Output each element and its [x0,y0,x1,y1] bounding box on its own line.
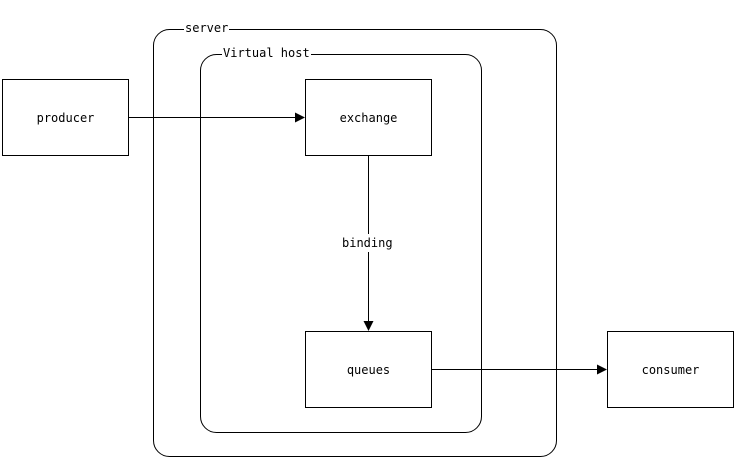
virtual-host-container [200,54,482,433]
consumer-node: consumer [607,331,734,408]
queues-node: queues [305,331,432,408]
consumer-label: consumer [641,362,700,377]
server-container [153,29,557,457]
virtual-host-label: Virtual host [222,46,311,60]
exchange-label: exchange [339,110,398,125]
exchange-node: exchange [305,79,432,156]
server-label: server [184,21,230,35]
producer-label: producer [36,110,95,125]
producer-node: producer [2,79,129,156]
queues-label: queues [346,362,391,377]
binding-label: binding [341,234,394,252]
